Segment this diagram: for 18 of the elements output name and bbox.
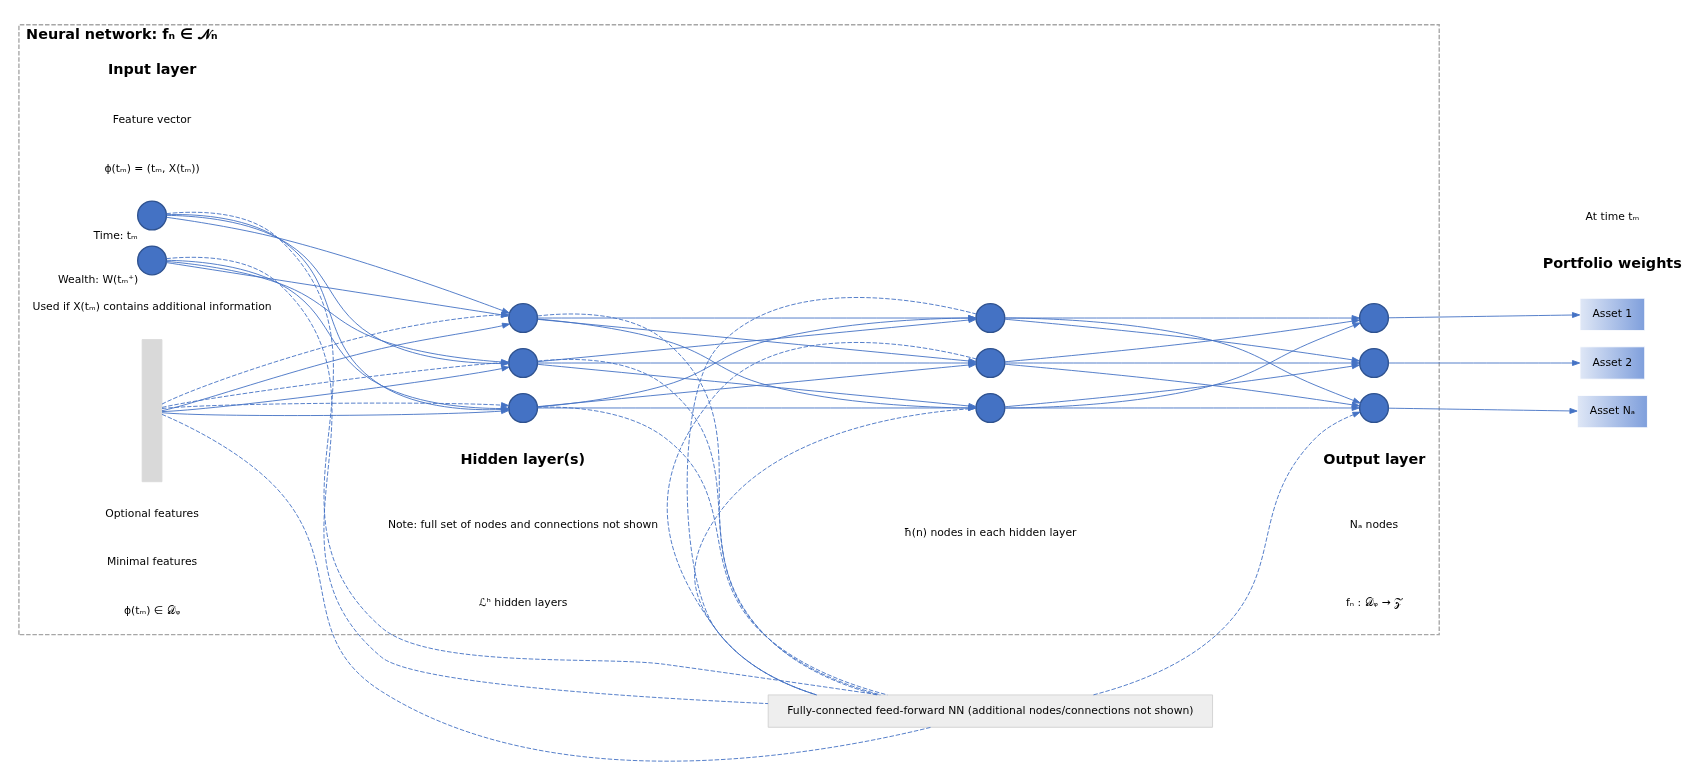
label: Hidden layer(s) [460,450,586,467]
label: Used if X(tₘ) contains additional information [32,299,272,313]
label: ϕ(tₘ) = (tₘ, X(tₘ)) [104,161,200,174]
label: ħ(n) nodes in each hidden layer [904,525,1077,539]
label: fₙ : 𝒟ᵩ → 𝒵 [1346,595,1402,609]
label: Note: full set of nodes and connections not shown [387,517,659,531]
label: Input layer [107,60,197,77]
label: Portfolio weights [1542,254,1682,271]
node-label: Time: tₘ [93,228,138,242]
label: Optional features [105,506,199,520]
node-label: Wealth: W(tₘ⁺) [58,272,139,286]
label: ϕ(tₘ) ∈ 𝒟ᵩ [123,603,181,617]
label: Minimal features [106,554,198,568]
label: ℒʰ hidden layers [478,595,568,609]
label: At time tₘ [1585,209,1640,223]
label: Nₐ nodes [1349,517,1399,531]
label: Output layer [1323,450,1426,467]
label: Feature vector [112,112,192,126]
